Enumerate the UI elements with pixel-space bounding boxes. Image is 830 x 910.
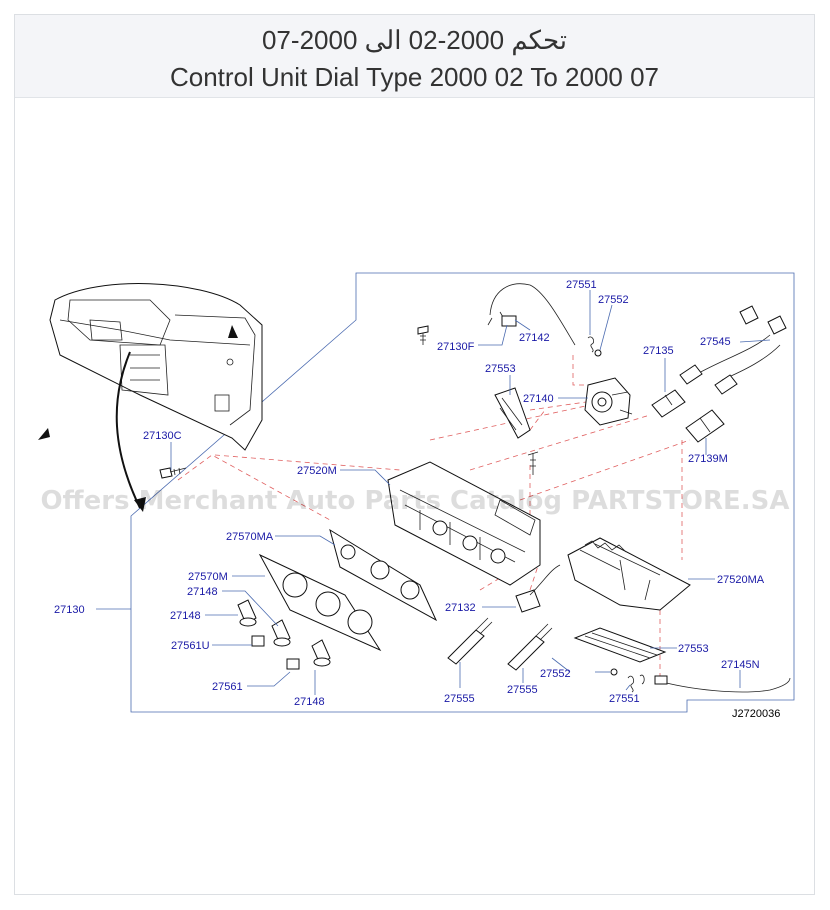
label-27148[interactable]: 27148 [294, 696, 325, 708]
part-knob-27148-b [271, 619, 291, 647]
part-screw-27130C [159, 467, 187, 479]
label-27132[interactable]: 27132 [445, 602, 476, 614]
part-panel-27570MA [329, 528, 438, 622]
part-slider-27553-top [494, 387, 531, 439]
location-arrow [115, 351, 141, 509]
label-27135[interactable]: 27135 [643, 345, 674, 357]
label-leaders [170, 290, 771, 695]
arrowhead-icon [134, 497, 146, 512]
arrow-marker-icon [38, 428, 50, 440]
part-connector-27135 [651, 389, 686, 418]
part-cable-27145N [654, 677, 791, 693]
part-cable-27142 [489, 283, 576, 346]
part-actuator-27140 [584, 377, 633, 426]
label-27561[interactable]: 27561 [212, 681, 243, 693]
label-27520M[interactable]: 27520M [297, 465, 337, 477]
label-27551[interactable]: 27551 [566, 279, 597, 291]
title-arabic: تحكم 2000-02 الى 2000-07 [261, 25, 568, 55]
assembly-outline [130, 272, 795, 713]
part-ball-27552-bottom [610, 668, 618, 676]
label-27130C[interactable]: 27130C [143, 430, 182, 442]
part-screw-center [527, 451, 539, 475]
part-spring-27551-top [587, 336, 595, 353]
diagram-reference-code: J2720036 [732, 708, 780, 720]
part-knob-27561U [251, 635, 265, 647]
part-lever-27520MA [567, 537, 691, 611]
label-27552[interactable]: 27552 [540, 668, 571, 680]
label-27552[interactable]: 27552 [598, 294, 629, 306]
part-bulb-27555-b [507, 623, 553, 671]
title-english: Control Unit Dial Type 2000 02 To 2000 0… [169, 62, 660, 92]
part-slider-27553-bottom [573, 627, 667, 663]
part-bezel-27570M [258, 553, 382, 652]
page-header: تحكم 2000-02 الى 2000-07 Control Unit Di… [15, 15, 814, 98]
part-knob-27148-a [237, 599, 257, 627]
label-27130F[interactable]: 27130F [437, 341, 475, 353]
watermark: Offers Merchant Auto Parts Catalog PARTS… [40, 486, 789, 516]
label-27553[interactable]: 27553 [678, 643, 709, 655]
label-27130[interactable]: 27130 [54, 604, 85, 616]
label-27140[interactable]: 27140 [523, 393, 554, 405]
label-27553[interactable]: 27553 [485, 363, 516, 375]
label-27545[interactable]: 27545 [700, 336, 731, 348]
part-connector-27139M [685, 409, 725, 443]
label-27148[interactable]: 27148 [187, 586, 218, 598]
label-27139M[interactable]: 27139M [688, 453, 728, 465]
part-link-27132 [515, 564, 561, 613]
label-27145N[interactable]: 27145N [721, 659, 760, 671]
page-frame: تحكم 2000-02 الى 2000-07 Control Unit Di… [14, 14, 815, 895]
label-27570MA[interactable]: 27570MA [226, 531, 274, 543]
part-housing-27520M [387, 461, 541, 586]
part-screw-27130F [417, 325, 429, 345]
label-27520MA[interactable]: 27520MA [717, 574, 765, 586]
part-knob-27148-c [311, 639, 331, 667]
part-harness-27545 [679, 305, 787, 395]
part-spring-27551-bottom [627, 674, 645, 693]
part-bulb-27555-a [447, 617, 493, 665]
part-ball-27552-top [594, 349, 602, 357]
arrow-marker-icon [228, 325, 238, 338]
label-27561U[interactable]: 27561U [171, 640, 210, 652]
label-27148[interactable]: 27148 [170, 610, 201, 622]
label-27555[interactable]: 27555 [507, 684, 538, 696]
dashboard-illustration [49, 283, 263, 451]
label-27555[interactable]: 27555 [444, 693, 475, 705]
label-27570M[interactable]: 27570M [188, 571, 228, 583]
part-knob-27561 [286, 658, 300, 670]
label-27551[interactable]: 27551 [609, 693, 640, 705]
label-27142[interactable]: 27142 [519, 332, 550, 344]
